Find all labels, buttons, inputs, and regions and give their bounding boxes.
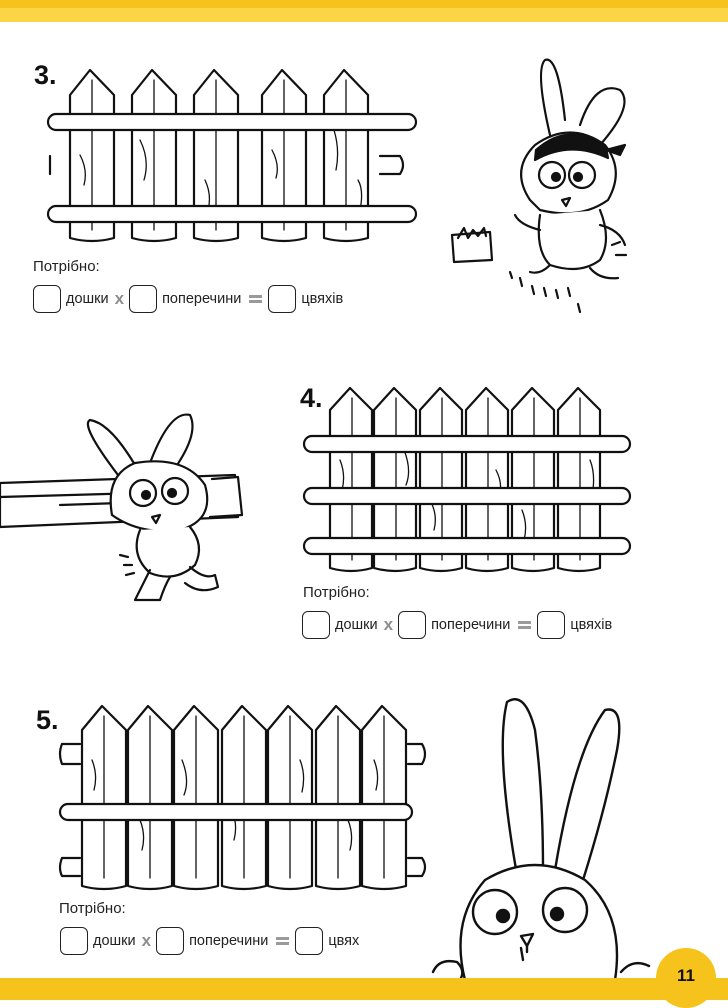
fence-4-icon bbox=[300, 380, 640, 580]
task-3-times-sign: x bbox=[114, 289, 125, 308]
fence-5-icon bbox=[56, 700, 436, 896]
fence-3-icon bbox=[40, 60, 430, 250]
task-3-nails-word: цвяхів bbox=[301, 291, 344, 307]
page-number: 11 bbox=[656, 948, 716, 1008]
task-5-rails-input[interactable] bbox=[156, 927, 185, 955]
task-4-rails-word: поперечини bbox=[431, 617, 511, 633]
bunny-peeking-icon bbox=[425, 690, 655, 980]
task-5-equation: дошки x поперечини цвях bbox=[60, 926, 365, 956]
task-3-equation: дошки x поперечини цвяхів bbox=[33, 284, 349, 314]
bunny-with-nails-icon bbox=[440, 50, 640, 320]
task-5-number: 5. bbox=[36, 705, 59, 735]
task-5-needed-label: Потрібно: bbox=[59, 900, 126, 917]
task-5-planks-word: дошки bbox=[93, 933, 136, 949]
task-3-rails-word: поперечини bbox=[162, 291, 242, 307]
task-4-times-sign: x bbox=[383, 615, 394, 634]
task-5-nails-input[interactable] bbox=[295, 927, 324, 955]
task-5-equals-sign bbox=[276, 937, 290, 945]
task-5-nails-word: цвях bbox=[328, 933, 360, 949]
bunny-carrying-plank-icon bbox=[0, 405, 260, 615]
task-5-rails-word: поперечини bbox=[189, 933, 269, 949]
task-4-equals-sign bbox=[518, 621, 532, 629]
task-4-rails-input[interactable] bbox=[398, 611, 427, 639]
task-3-nails-input[interactable] bbox=[268, 285, 297, 313]
task-3-planks-word: дошки bbox=[66, 291, 109, 307]
task-3-number: 3. bbox=[34, 60, 57, 90]
top-band-highlight bbox=[0, 8, 728, 22]
task-3-rails-input[interactable] bbox=[129, 285, 158, 313]
task-4-nails-input[interactable] bbox=[537, 611, 566, 639]
task-4-needed-label: Потрібно: bbox=[303, 584, 370, 601]
task-4-planks-word: дошки bbox=[335, 617, 378, 633]
task-4-equation: дошки x поперечини цвяхів bbox=[302, 610, 618, 640]
task-3-needed-label: Потрібно: bbox=[33, 258, 100, 275]
task-4-nails-word: цвяхів bbox=[570, 617, 613, 633]
task-5-planks-input[interactable] bbox=[60, 927, 88, 955]
task-4-number: 4. bbox=[300, 383, 323, 413]
task-3-equals-sign bbox=[249, 295, 263, 303]
task-5-times-sign: x bbox=[141, 931, 152, 950]
task-4-planks-input[interactable] bbox=[302, 611, 330, 639]
task-3-planks-input[interactable] bbox=[33, 285, 61, 313]
top-yellow-band bbox=[0, 0, 728, 22]
bottom-yellow-band bbox=[0, 978, 728, 1000]
